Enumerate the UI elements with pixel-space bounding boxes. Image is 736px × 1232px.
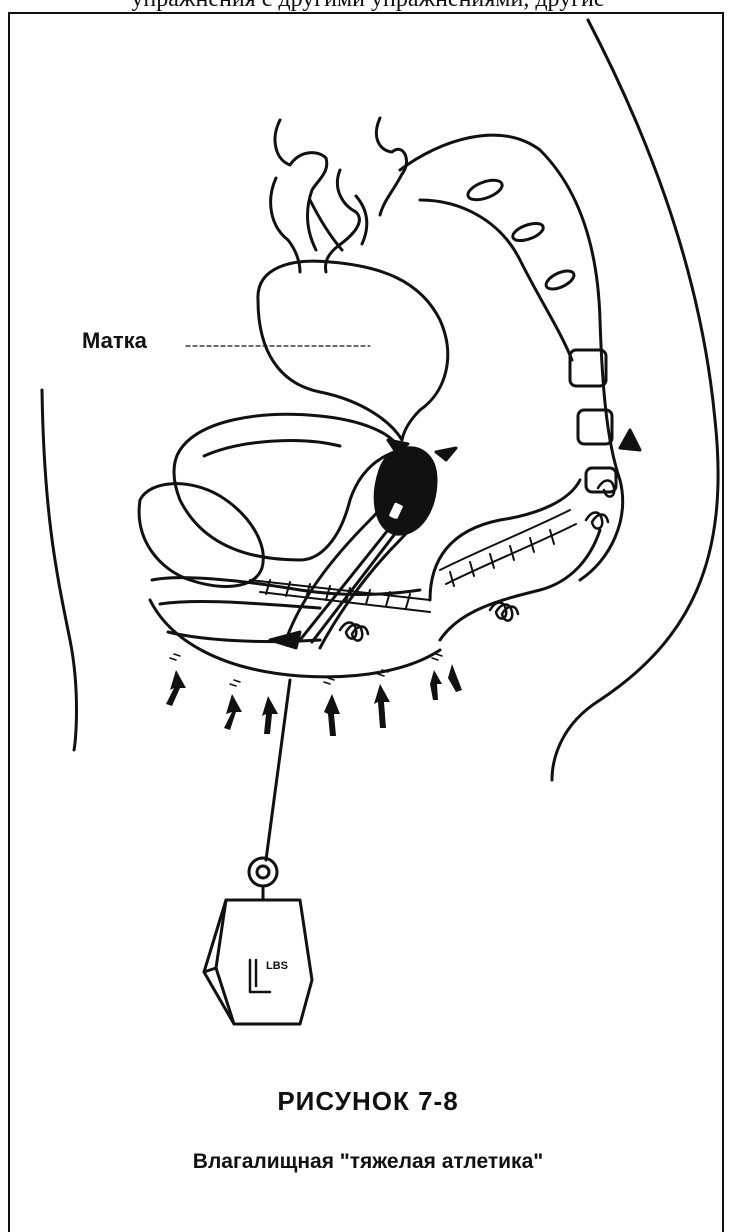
figure-caption-title: РИСУНОК 7-8 — [0, 1086, 736, 1117]
sacrum — [400, 135, 623, 580]
weight-mark: LBS — [266, 960, 288, 972]
bladder — [174, 414, 400, 560]
weight-hook — [249, 858, 277, 886]
weight — [204, 900, 312, 1024]
upward-arrows — [166, 664, 462, 736]
back-outline — [552, 20, 718, 780]
figure-caption-subtitle: Влагалищная "тяжелая атлетика" — [0, 1150, 736, 1174]
ovaries-and-tubes — [271, 118, 407, 272]
abdomen-outline — [42, 390, 77, 750]
arrow-hatching — [170, 654, 442, 686]
bladder-inner — [204, 441, 340, 456]
pubic-bone — [139, 484, 263, 587]
uterus-label: Матка — [82, 328, 147, 354]
vaginal-cone — [375, 448, 436, 534]
